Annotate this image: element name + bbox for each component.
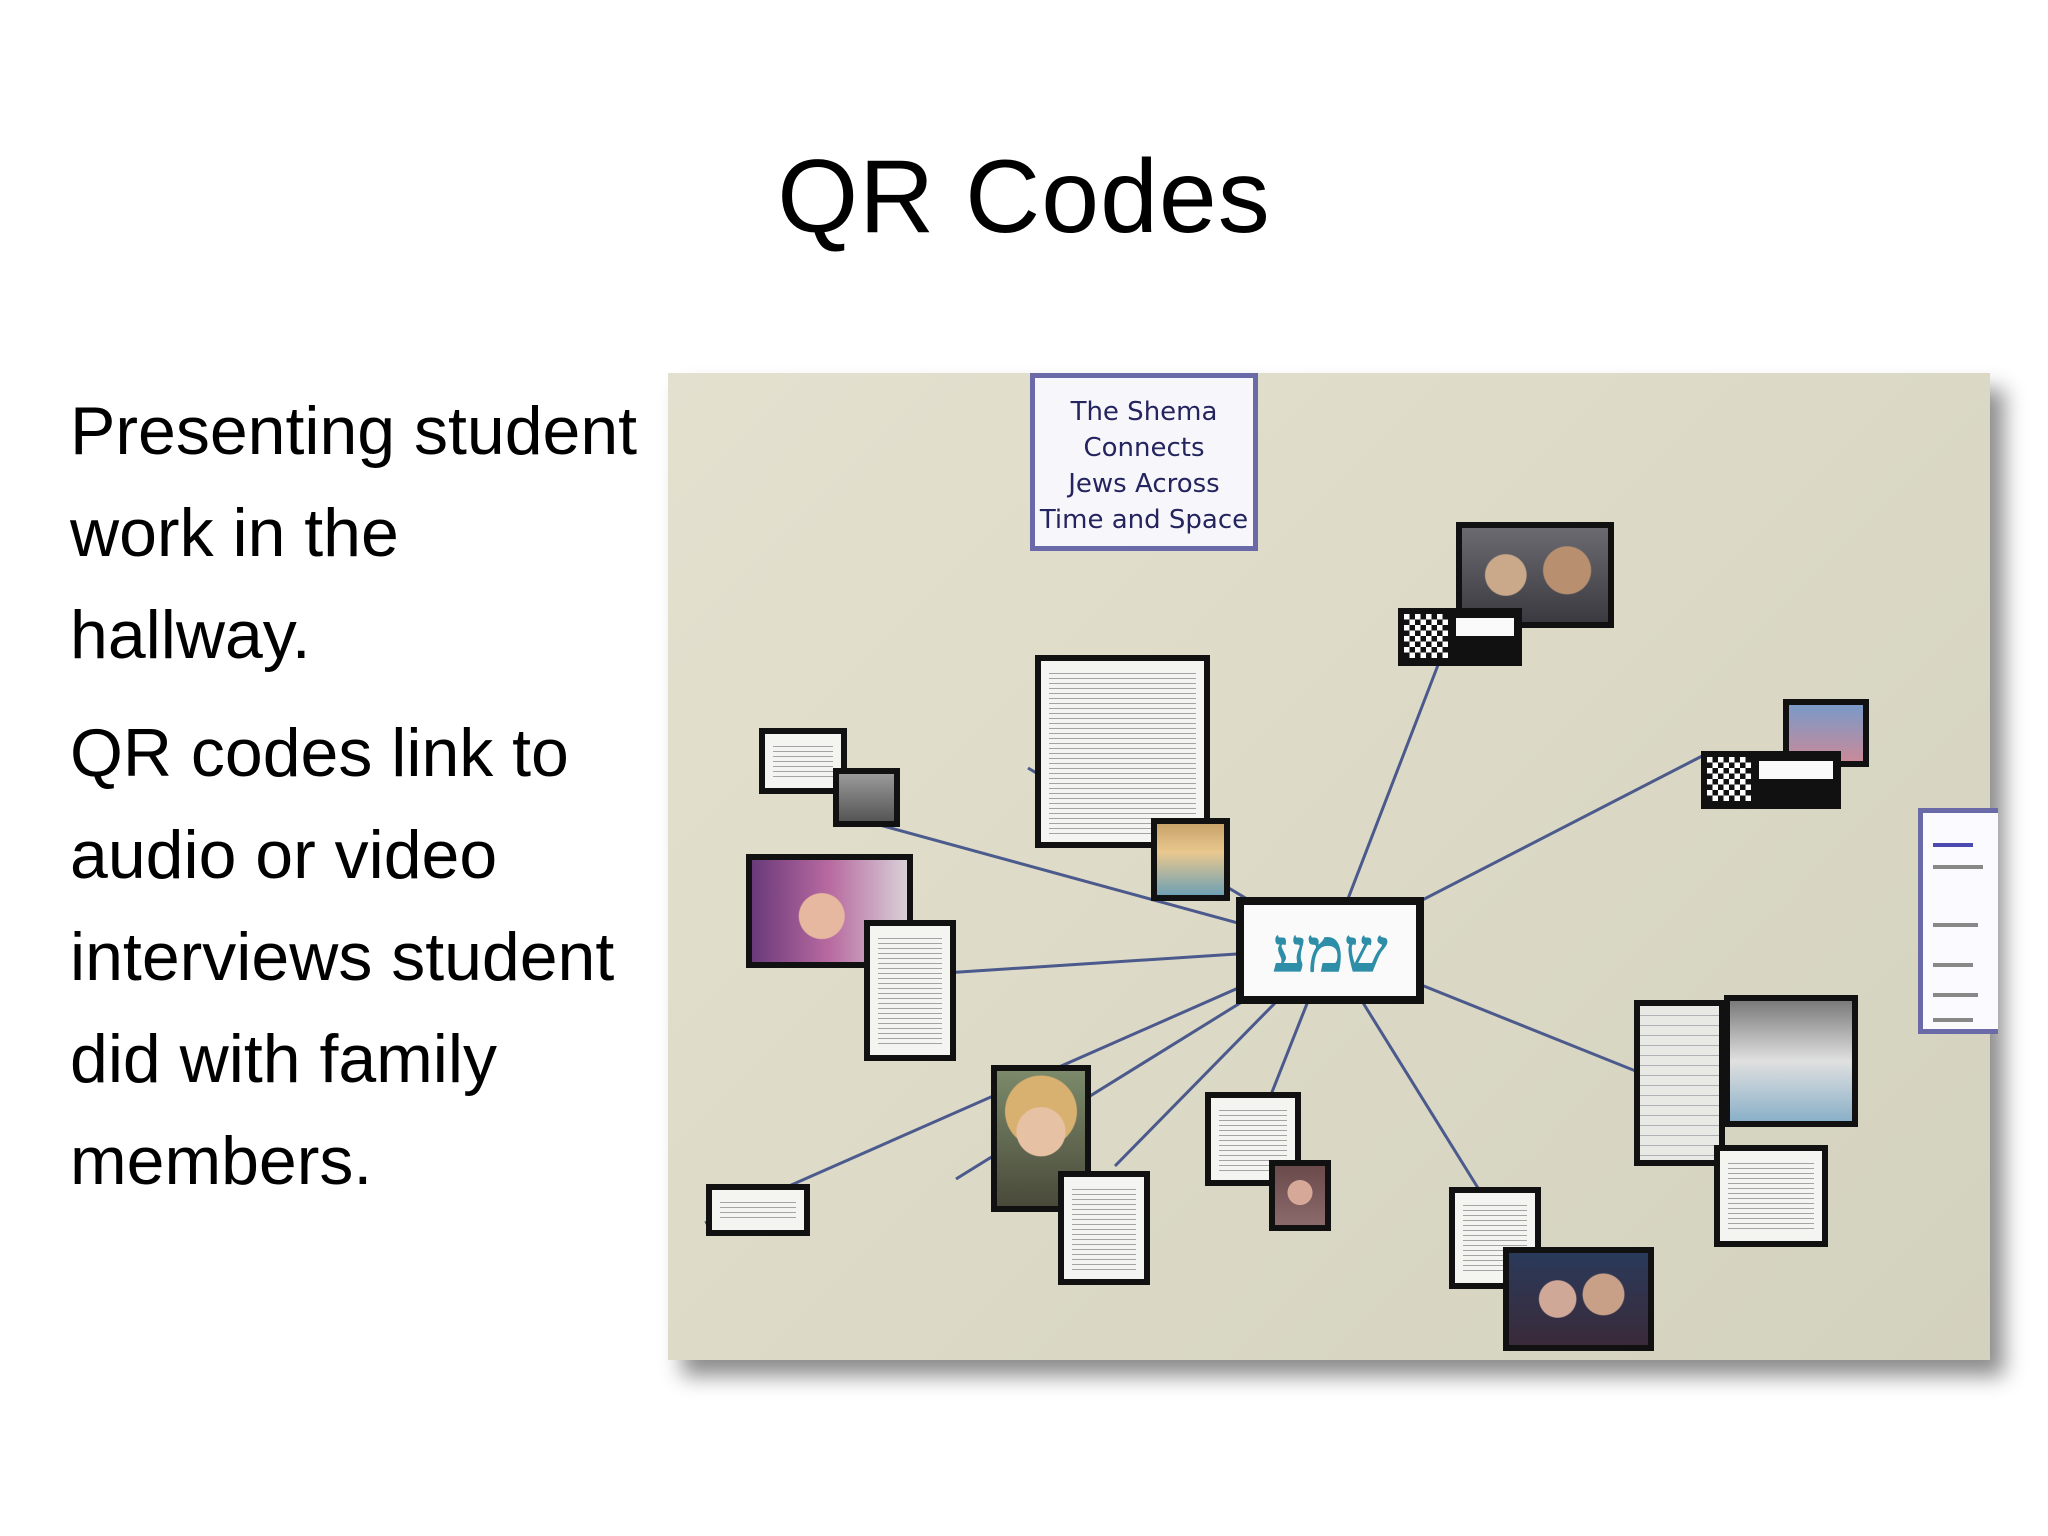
elder-photo	[1269, 1160, 1331, 1231]
shema-hebrew-word: שמע	[1244, 905, 1416, 996]
article-card	[864, 920, 956, 1061]
side-poster	[1918, 808, 1998, 1034]
poster-line-3: Jews Across	[1068, 469, 1220, 499]
article-card	[1714, 1145, 1828, 1247]
child-photo	[1151, 818, 1230, 901]
handwritten-letter	[1634, 1000, 1725, 1166]
slide-title: QR Codes	[777, 139, 1271, 255]
family-photo	[1456, 522, 1614, 628]
woman-photo	[991, 1065, 1091, 1212]
note-card	[759, 728, 847, 794]
poster-line-4: Time and Space	[1039, 505, 1249, 535]
poster-line-2: Connects	[1083, 433, 1205, 463]
qr-code-tile	[1701, 751, 1841, 809]
shema-poster: The Shema Connects Jews Across Time and …	[1030, 373, 1258, 551]
note-card	[706, 1184, 810, 1236]
article-card	[1035, 655, 1210, 848]
bullet-qr-codes: QR codes link to audio or video intervie…	[70, 715, 615, 1199]
article-card	[1449, 1187, 1541, 1289]
qr-code-tile	[1398, 608, 1522, 666]
article-card	[1058, 1171, 1150, 1285]
shema-center-tile: שמע	[1236, 897, 1424, 1004]
poster-line-1: The Shema	[1070, 397, 1218, 427]
portrait-photo	[833, 768, 900, 827]
bullet-presenting: Presenting student work in the hallway.	[70, 393, 638, 673]
bullet-list: Presenting student work in the hallway. …	[70, 380, 650, 1228]
couple-photo	[1503, 1247, 1654, 1351]
dance-photo	[1724, 995, 1858, 1127]
